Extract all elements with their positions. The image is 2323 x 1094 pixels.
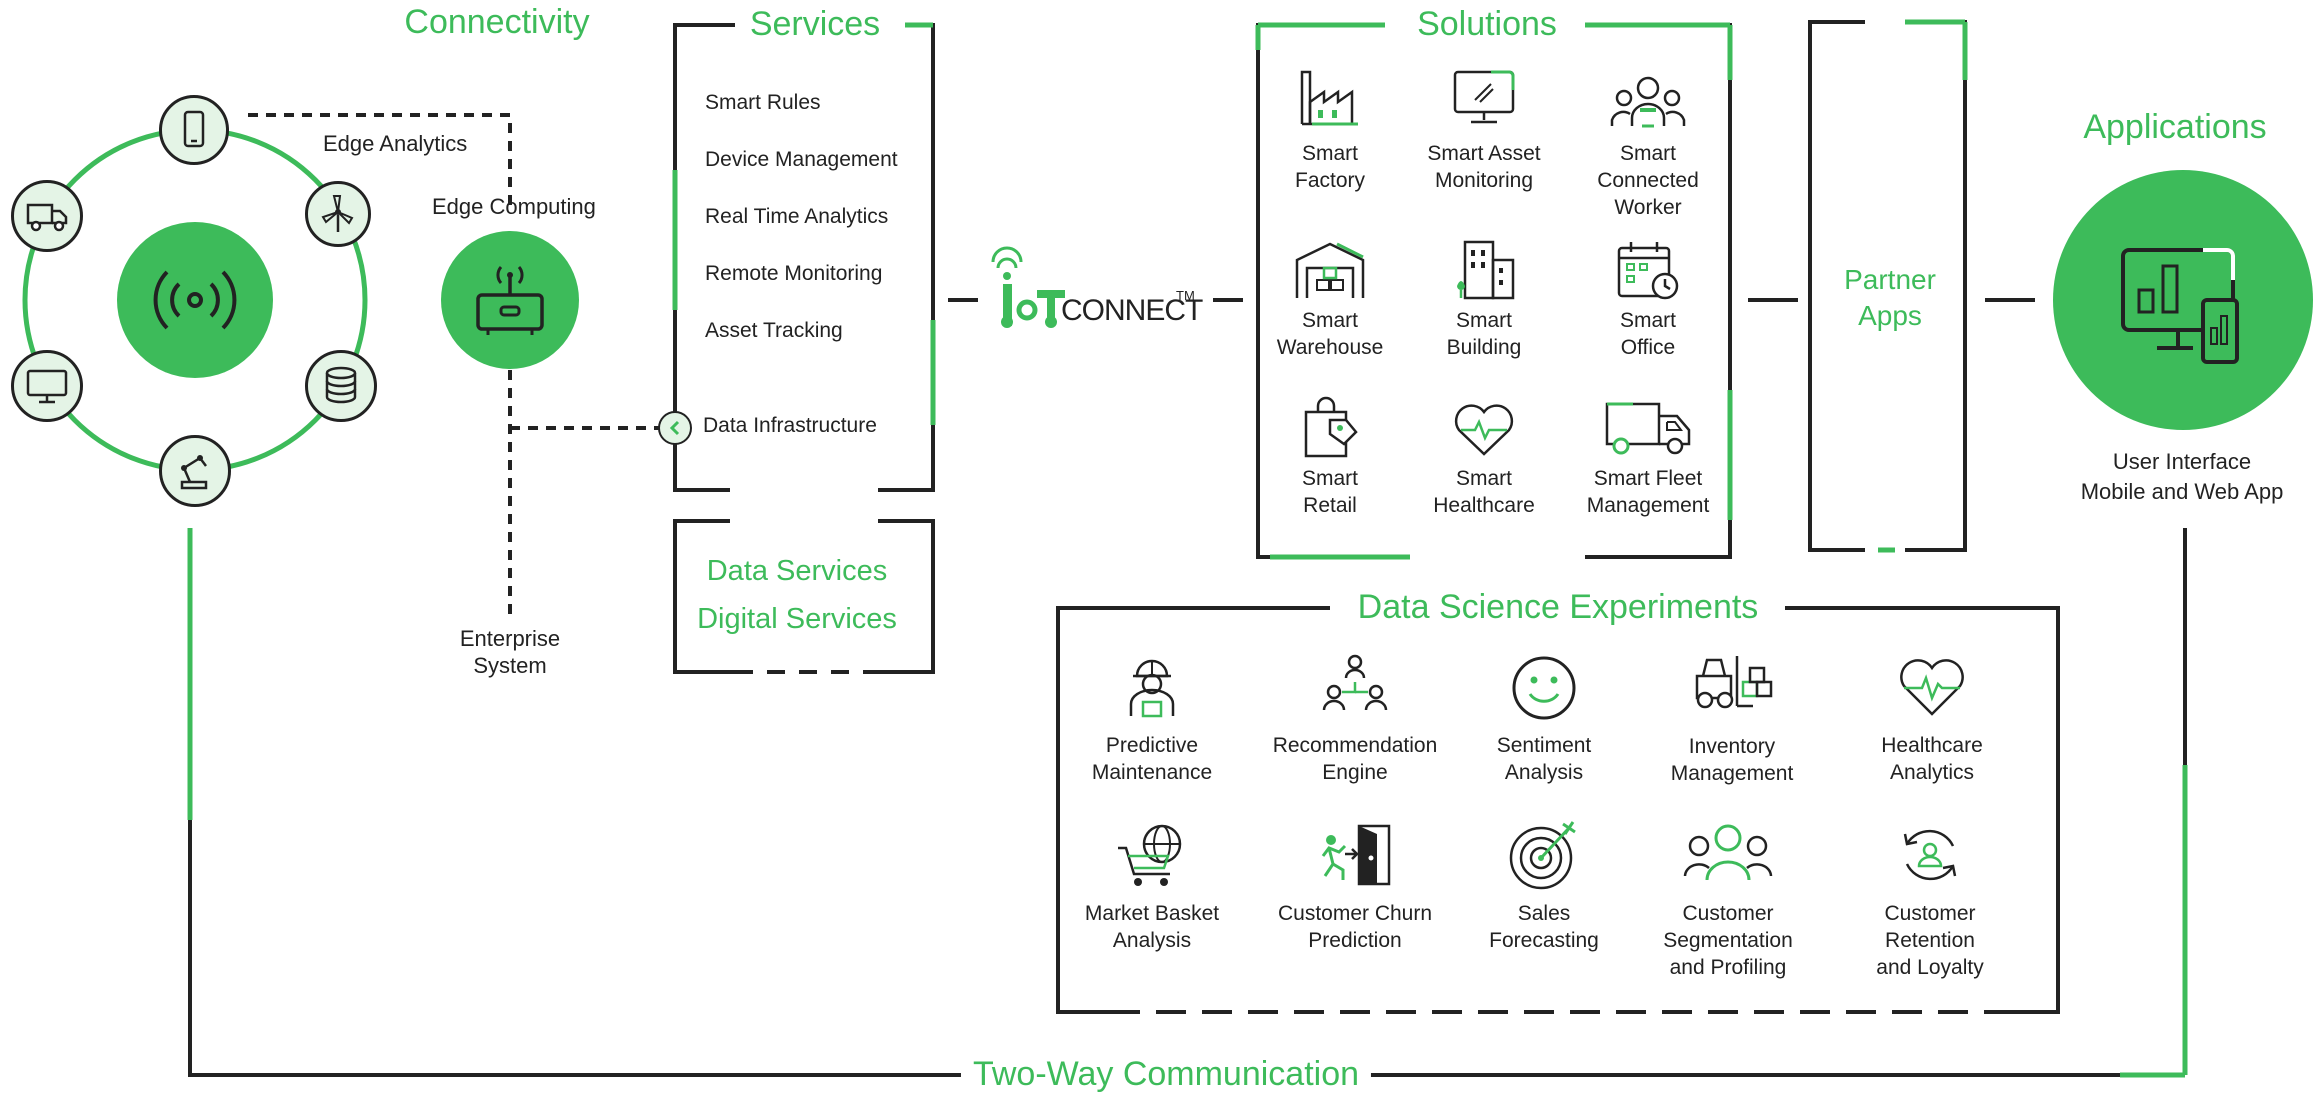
database-icon: [325, 366, 357, 404]
monitor-icon: [26, 369, 68, 404]
group-icon: [1683, 822, 1773, 889]
service-item: Remote Monitoring: [705, 262, 883, 285]
truck-icon: [26, 203, 68, 232]
data-services-label: Data Services: [706, 555, 888, 587]
digital-services-label: Digital Services: [697, 603, 897, 635]
service-item: Asset Tracking: [705, 319, 843, 342]
logo-text: CONNECT: [1061, 294, 1203, 327]
applications-node: [2053, 170, 2313, 430]
phone-node: [159, 95, 229, 165]
heart-pulse-icon: [1896, 656, 1968, 723]
worker-helmet-icon: [1119, 654, 1185, 723]
connected-worker-icon: [1608, 70, 1688, 137]
services-heading: Services: [737, 4, 893, 44]
logo-trademark: TM: [1176, 288, 1195, 303]
edge-computing-label: Edge Computing: [432, 194, 596, 219]
wireless-hub: [117, 222, 273, 378]
smiley-icon: [1510, 654, 1578, 727]
service-item: Device Management: [705, 148, 898, 171]
wireless-signal-icon: [153, 270, 237, 330]
database-node: [305, 350, 377, 422]
connectivity-heading: Connectivity: [392, 2, 602, 42]
office-calendar-icon: [1615, 238, 1681, 307]
robot-arm-node: [159, 435, 231, 507]
edge-computing-node: [441, 231, 579, 369]
chevron-left-icon: [669, 420, 680, 436]
shopping-cart-icon: [1116, 822, 1188, 893]
retention-icon: [1897, 822, 1963, 893]
warehouse-icon: [1293, 240, 1367, 307]
asset-monitor-icon: [1451, 66, 1517, 133]
enterprise-system-label: Enterprise System: [459, 626, 561, 678]
turbine-icon: [321, 195, 354, 232]
router-icon: [476, 266, 544, 335]
devices-icon: [2121, 248, 2239, 364]
monitor-node: [11, 350, 83, 422]
recommendation-icon: [1320, 652, 1390, 723]
data-infrastructure-node: [658, 411, 692, 445]
retail-bag-icon: [1300, 396, 1360, 465]
robot-arm-icon: [180, 455, 208, 490]
two-way-communication-heading: Two-Way Communication: [960, 1054, 1372, 1094]
applications-heading: Applications: [2071, 107, 2279, 147]
service-item: Smart Rules: [705, 91, 821, 114]
service-item: Real Time Analytics: [705, 205, 889, 228]
solutions-heading: Solutions: [1405, 4, 1569, 44]
fleet-truck-icon: [1603, 398, 1693, 463]
exit-door-icon: [1315, 822, 1395, 893]
building-icon: [1451, 238, 1517, 307]
iot-connect-logo: CONNECT TM: [991, 246, 1203, 340]
edge-analytics-label: Edge Analytics: [323, 131, 468, 156]
factory-icon: [1298, 66, 1362, 133]
turbine-node: [305, 181, 371, 247]
forklift-icon: [1689, 652, 1775, 717]
data-infrastructure-label: Data Infrastructure: [703, 414, 877, 437]
iot-connect-logo-mark: [991, 246, 1065, 328]
truck-node: [11, 180, 83, 252]
heart-icon: [1451, 400, 1517, 463]
phone-icon: [183, 110, 205, 148]
target-icon: [1507, 818, 1581, 895]
data-science-heading: Data Science Experiments: [1345, 587, 1771, 627]
